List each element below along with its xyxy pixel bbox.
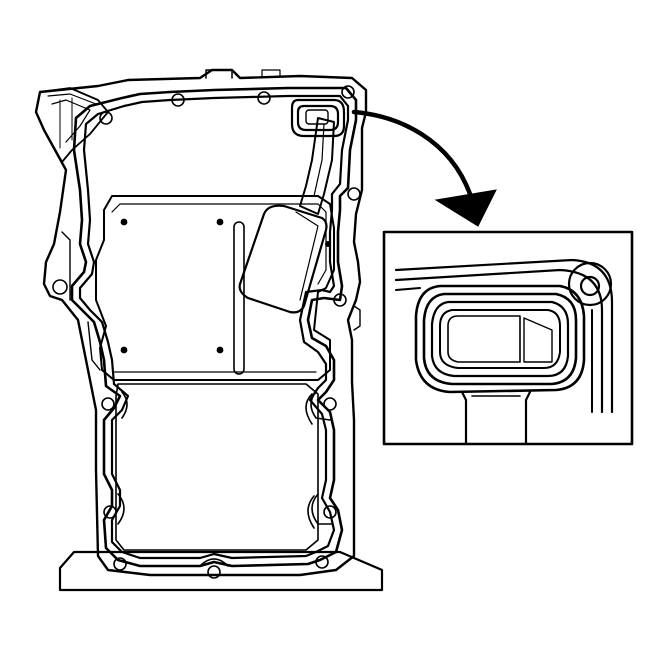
detail-bolt-boss <box>567 261 613 307</box>
pickup-port <box>290 98 346 138</box>
pan-side-bosses <box>117 391 333 567</box>
arrow-head <box>434 189 497 227</box>
detail-inset <box>382 230 634 446</box>
pan-left-ear <box>35 87 109 163</box>
baffle-plate <box>95 195 335 381</box>
pan-top-tab <box>205 69 233 79</box>
pickup-screen <box>238 204 328 314</box>
pickup-tube <box>299 117 335 215</box>
oil-pan <box>34 68 384 592</box>
gasket-channel-inner <box>78 94 350 560</box>
detail-frame <box>382 230 634 446</box>
detail-port-opening <box>439 309 561 369</box>
sump-floor <box>115 383 319 551</box>
detail-pickup-tube <box>460 390 468 446</box>
detail-gasket-inner <box>422 292 578 386</box>
baffle-bolts <box>120 218 331 354</box>
gasket-channel-outer <box>70 86 358 568</box>
pan-bottom-flange <box>58 550 384 592</box>
detail-gasket-outer <box>414 284 586 394</box>
pan-bolt-holes <box>52 85 361 579</box>
baffle-slot <box>233 221 245 375</box>
pan-side-notch <box>353 305 361 331</box>
detail-bolt-hole <box>579 275 601 297</box>
curved-arrow-icon <box>351 109 497 227</box>
pan-outer-outline <box>34 68 368 577</box>
